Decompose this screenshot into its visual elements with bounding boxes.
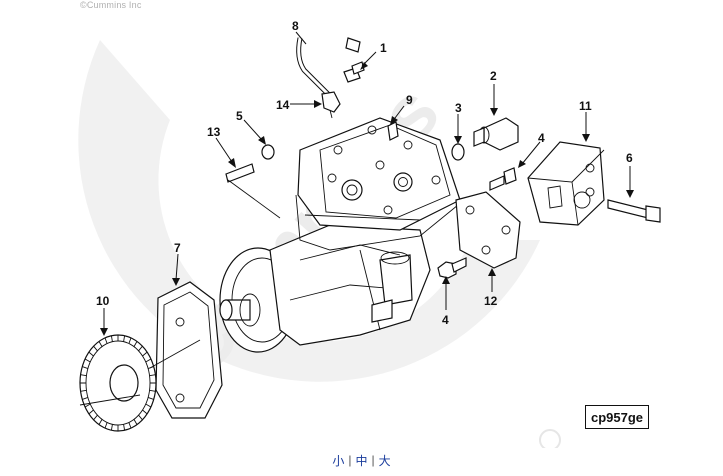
part-fitting xyxy=(473,117,519,151)
part-tube xyxy=(296,33,361,98)
callout-8: 8 xyxy=(292,19,299,33)
callout-13: 13 xyxy=(207,125,221,139)
callout-2: 2 xyxy=(490,69,497,83)
part-washer xyxy=(261,144,275,160)
part-bracket xyxy=(527,141,605,226)
callout-6: 6 xyxy=(626,151,633,165)
part-compressor xyxy=(219,117,461,353)
part-connector xyxy=(343,61,365,83)
separator: | xyxy=(348,453,352,467)
size-medium-link[interactable]: 中 xyxy=(355,453,368,468)
callout-3: 3 xyxy=(455,101,462,115)
callout-11: 11 xyxy=(579,99,592,113)
part-long-bolt xyxy=(607,199,661,223)
leader-lines xyxy=(100,31,634,336)
callout-labels: 8 1 14 9 2 3 4 11 6 5 13 4 12 7 10 xyxy=(96,19,633,327)
part-bolt-lower xyxy=(437,257,467,279)
callout-4-lower: 4 xyxy=(442,313,449,327)
callout-10: 10 xyxy=(96,294,110,308)
parts-diagram: Cummins xyxy=(78,0,661,448)
exploded-view-svg: Cummins xyxy=(78,19,661,448)
separator: | xyxy=(371,453,375,467)
part-elbow-fitting xyxy=(321,91,341,119)
callout-7: 7 xyxy=(174,241,181,255)
copyright-notice: ©Cummins Inc xyxy=(80,0,142,10)
diagram-code-label: cp957ge xyxy=(585,405,649,429)
callout-12: 12 xyxy=(484,294,498,308)
size-switcher: 小 | 中 | 大 xyxy=(0,450,723,470)
callout-14: 14 xyxy=(276,98,290,112)
gear-teeth xyxy=(80,335,156,431)
callout-4-upper: 4 xyxy=(538,131,545,145)
size-large-link[interactable]: 大 xyxy=(378,453,391,468)
part-plate xyxy=(455,191,521,269)
callout-5: 5 xyxy=(236,109,243,123)
part-stud xyxy=(225,163,255,183)
part-bolt-upper xyxy=(489,167,517,191)
part-o-ring xyxy=(451,143,465,161)
size-small-link[interactable]: 小 xyxy=(332,453,345,468)
callout-9: 9 xyxy=(406,93,413,107)
part-gear xyxy=(79,334,157,432)
callout-1: 1 xyxy=(380,41,387,55)
part-gasket xyxy=(149,281,223,419)
